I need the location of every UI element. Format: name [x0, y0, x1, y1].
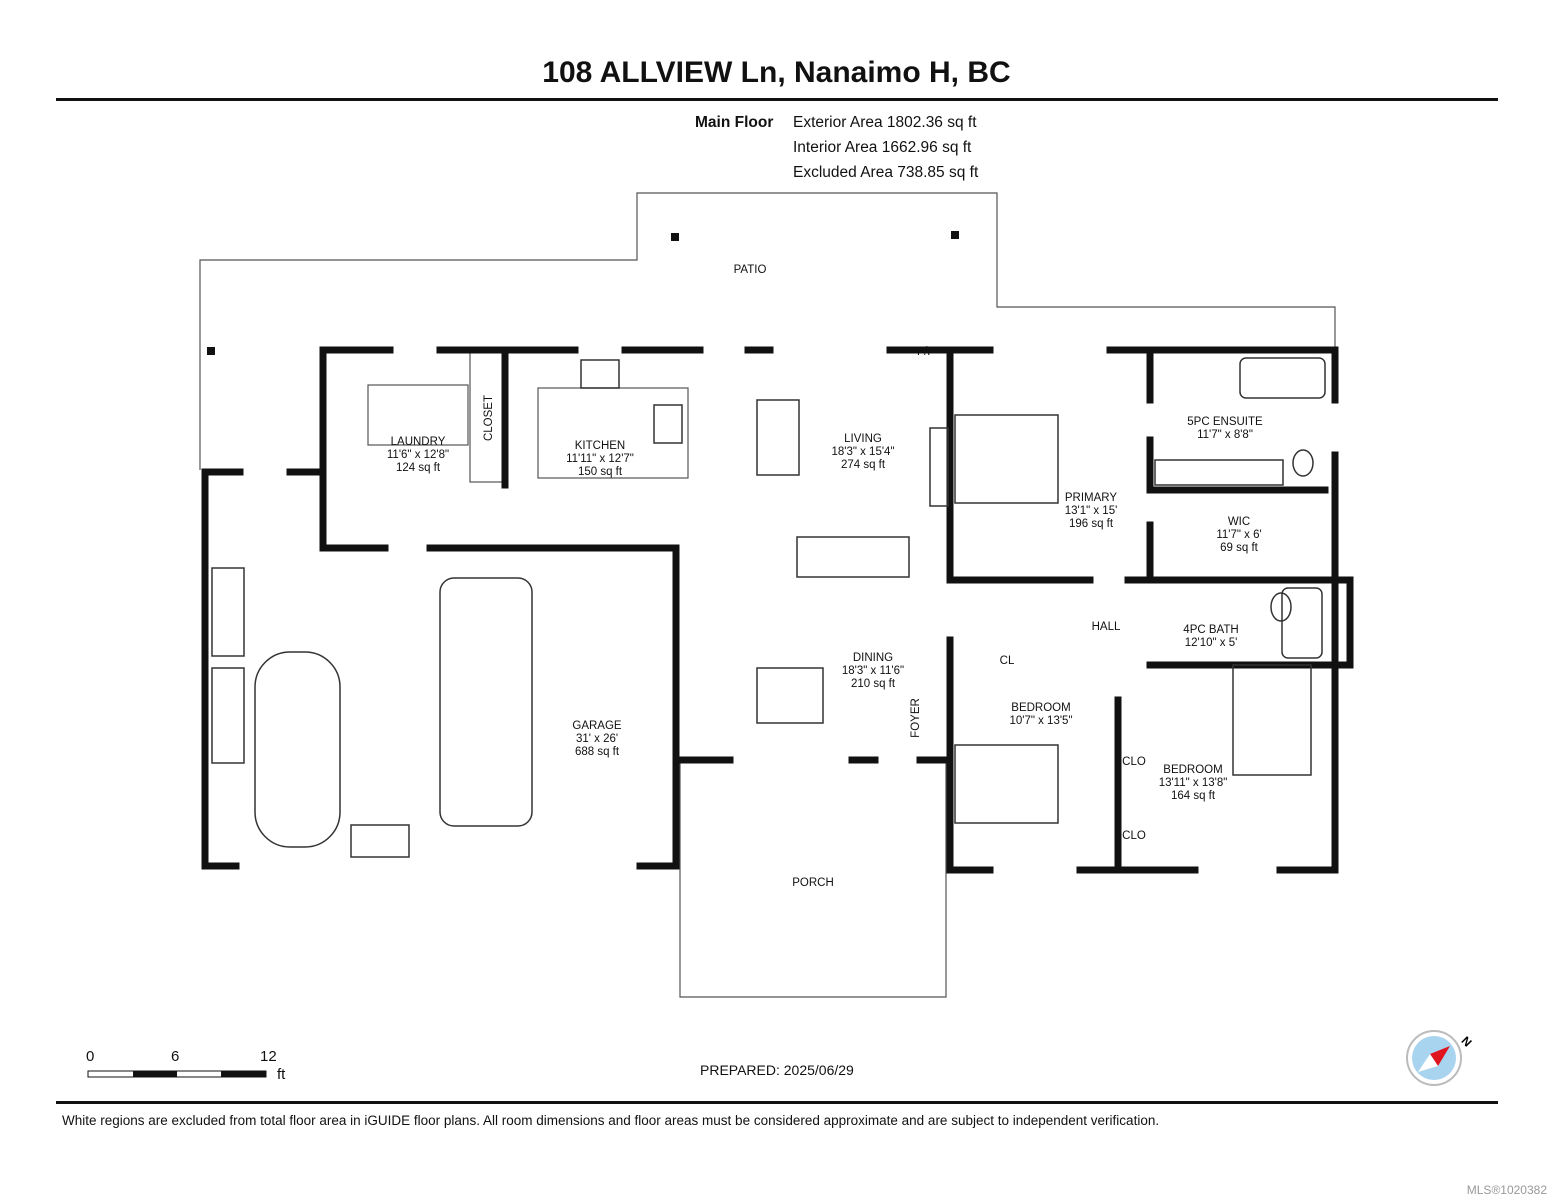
patio-post — [207, 347, 215, 355]
room-area-living: 274 sq ft — [841, 459, 886, 471]
room-label-patio: PATIO — [734, 264, 767, 276]
room-dims-ensuite: 11'7" x 8'8" — [1197, 429, 1253, 441]
mls-number: MLS®1020382 — [1466, 1183, 1547, 1197]
room-dims-bedroom: 13'11" x 13'8" — [1159, 777, 1228, 789]
room-label-primary: PRIMARY — [1065, 492, 1118, 504]
compass-north-label: N — [1458, 1034, 1474, 1050]
interior-area: Interior Area 1662.96 sq ft — [793, 139, 972, 156]
room-label-hall: HALL — [1092, 621, 1121, 633]
porch-outline — [679, 760, 947, 998]
excluded-area: Excluded Area 738.85 sq ft — [793, 164, 979, 181]
room-label-garage: GARAGE — [572, 720, 622, 732]
disclaimer: White regions are excluded from total fl… — [62, 1113, 1160, 1128]
scale-tick: 0 — [86, 1048, 95, 1065]
scale-tick: 6 — [171, 1048, 180, 1065]
room-label-clo: CLO — [1122, 756, 1146, 768]
workbench — [350, 824, 410, 858]
room-label-porch: PORCH — [792, 877, 834, 889]
room-dims-dining: 18'3" x 11'6" — [842, 665, 904, 677]
bed — [1232, 664, 1312, 776]
room-label-fireplace: F/P — [917, 346, 935, 358]
page-title: 108 ALLVIEW Ln, Nanaimo H, BC — [542, 56, 1011, 89]
scale-bar — [87, 1070, 267, 1078]
sofa — [756, 399, 800, 476]
sofa — [796, 536, 910, 578]
kitchen-sink — [653, 404, 683, 444]
room-dims-laundry: 11'6" x 12'8" — [387, 449, 449, 461]
room-dims-bedroom: 10'7" x 13'5" — [1009, 715, 1072, 727]
bed — [954, 744, 1059, 824]
floor-label: Main Floor — [695, 114, 774, 131]
walls — [201, 346, 1354, 874]
room-dims-bath: 12'10" x 5' — [1185, 637, 1238, 649]
toilet — [1270, 592, 1292, 622]
room-label-closet-hall: CL — [1000, 655, 1015, 667]
room-label-bedroom: BEDROOM — [1011, 702, 1070, 714]
room-area-laundry: 124 sq ft — [396, 462, 441, 474]
truck — [439, 577, 533, 827]
laundry-counter — [367, 384, 469, 446]
room-label-ensuite: 5PC ENSUITE — [1187, 416, 1263, 428]
bathtub — [1281, 587, 1323, 659]
room-dims-garage: 31' x 26' — [576, 733, 618, 745]
scale-unit: ft — [277, 1066, 286, 1083]
stove — [580, 359, 620, 389]
room-label-dining: DINING — [853, 652, 893, 664]
garage-shelf — [211, 667, 245, 764]
room-area-dining: 210 sq ft — [851, 678, 896, 690]
room-label-bedroom: BEDROOM — [1163, 764, 1222, 776]
room-area-garage: 688 sq ft — [575, 746, 620, 758]
patio-outline — [199, 192, 1336, 470]
scale-tick: 12 — [260, 1048, 277, 1065]
room-dims-primary: 13'1" x 15' — [1065, 505, 1118, 517]
room-area-kitchen: 150 sq ft — [578, 466, 623, 478]
room-dims-wic: 11'7" x 6' — [1216, 529, 1261, 541]
bed — [954, 414, 1059, 504]
room-label-kitchen: KITCHEN — [575, 440, 625, 452]
room-label-wic: WIC — [1228, 516, 1250, 528]
garage-shelf — [211, 567, 245, 657]
toilet — [1292, 449, 1314, 477]
footer-divider — [56, 1101, 1498, 1104]
ensuite-vanity — [1154, 459, 1284, 486]
room-area-bedroom: 164 sq ft — [1171, 790, 1216, 802]
room-label-foyer: FOYER — [910, 698, 922, 738]
header-divider — [56, 98, 1498, 101]
prepared-date: PREPARED: 2025/06/29 — [700, 1062, 854, 1078]
dining-table — [756, 667, 824, 724]
bathtub — [1239, 357, 1326, 399]
room-label-closet: CLOSET — [483, 395, 495, 441]
room-label-clo: CLO — [1122, 830, 1146, 842]
car — [254, 651, 341, 848]
room-label-living: LIVING — [844, 433, 882, 445]
room-dims-kitchen: 11'11" x 12'7" — [566, 453, 634, 465]
room-area-primary: 196 sq ft — [1069, 518, 1114, 530]
room-label-bath: 4PC BATH — [1183, 624, 1238, 636]
compass-icon: N — [1406, 1030, 1474, 1086]
exterior-area: Exterior Area 1802.36 sq ft — [793, 114, 977, 131]
fireplace — [929, 427, 949, 507]
room-area-wic: 69 sq ft — [1220, 542, 1259, 554]
patio-post — [951, 231, 959, 239]
room-dims-living: 18'3" x 15'4" — [831, 446, 894, 458]
patio-post — [671, 233, 679, 241]
room-label-laundry: LAUNDRY — [391, 436, 446, 448]
